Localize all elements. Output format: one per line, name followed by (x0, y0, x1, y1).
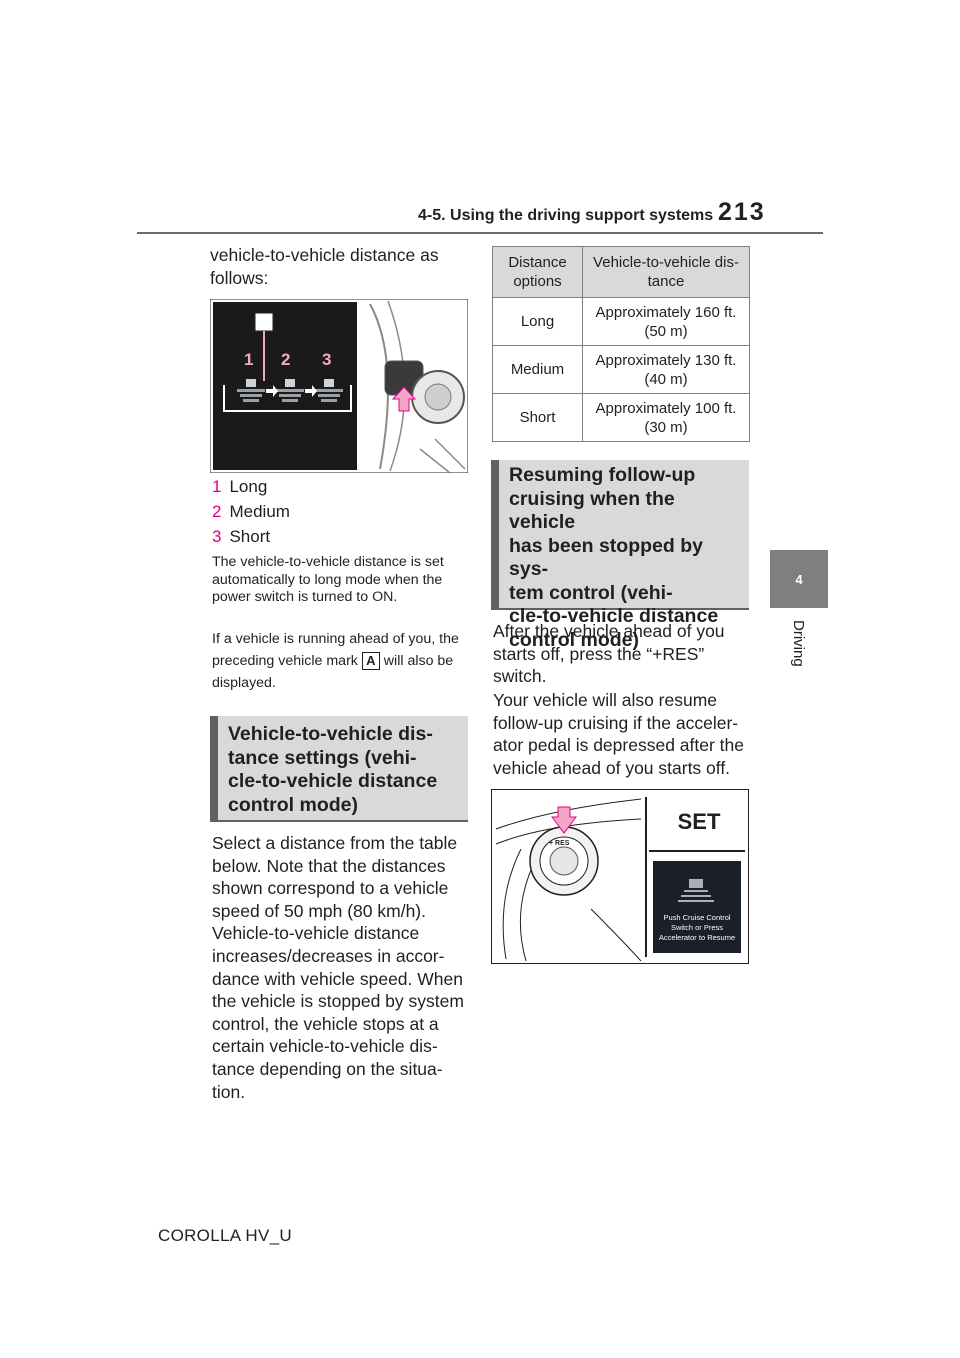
chapter-label: Driving (790, 620, 807, 667)
section-heading-distance-settings: Vehicle-to-vehicle dis- tance settings (… (210, 716, 468, 822)
note-default-mode: The vehicle-to-vehicle distance is set a… (212, 554, 444, 605)
list-label: Long (229, 477, 268, 496)
list-item: 1 Long (212, 477, 290, 502)
set-label: SET (678, 809, 721, 834)
list-number: 2 (212, 502, 222, 521)
intro-text: vehicle-to-vehicle distance as follows: (210, 245, 439, 288)
distance-figure: 1 2 3 (209, 298, 469, 474)
preceding-vehicle-mark: A (361, 652, 380, 671)
section-title: 4-5. Using the driving support systems (418, 207, 714, 224)
table-cell: Approximately 130 ft. (40 m) (582, 345, 750, 394)
resume-figure: + RES SET Push Cruise Control Switch or … (491, 789, 749, 964)
svg-text:3: 3 (322, 350, 331, 369)
table-cell: Medium (492, 345, 583, 394)
chapter-tab: 4 (770, 550, 828, 608)
table-row: Short Approximately 100 ft. (30 m) (492, 393, 750, 442)
chapter-number: 4 (795, 571, 803, 587)
section-heading-resume-cruising: Resuming follow-up cruising when the veh… (491, 460, 749, 651)
note-text: If a vehicle is running ahead of you, th… (212, 631, 459, 669)
display-message: Push Cruise Control Switch or Press Acce… (658, 913, 736, 942)
table-cell: Long (492, 297, 583, 346)
page-number: 213 (718, 198, 766, 226)
res-label: + RES (549, 840, 570, 847)
list-number: 3 (212, 527, 222, 546)
header-rule (137, 232, 823, 234)
list-item: 2 Medium (212, 502, 290, 527)
svg-text:1: 1 (244, 350, 253, 369)
table-cell: Approximately 100 ft. (30 m) (582, 393, 750, 442)
list-item: 3 Short (212, 527, 290, 552)
distance-list: 1 Long 2 Medium 3 Short (212, 477, 290, 552)
model-footer: COROLLA HV_U (158, 1226, 292, 1245)
distance-display-illustration: 1 2 3 (209, 298, 469, 474)
table-cell: Short (492, 393, 583, 442)
list-label: Medium (229, 502, 290, 521)
list-number: 1 (212, 477, 222, 496)
res-switch-illustration: + RES SET (491, 789, 749, 964)
resume-paragraph-1: After the vehicle ahead of you starts of… (493, 621, 725, 687)
distance-table: Distance options Vehicle-to-vehicle dis-… (492, 246, 750, 442)
list-label: Short (229, 527, 271, 546)
table-header: Vehicle-to-vehicle dis-tance (582, 246, 750, 298)
note-preceding-vehicle: If a vehicle is running ahead of you, th… (212, 628, 470, 694)
table-header: Distance options (492, 246, 583, 298)
table-row: Long Approximately 160 ft. (50 m) (492, 297, 750, 346)
table-cell: Approximately 160 ft. (50 m) (582, 297, 750, 346)
note-text: will also be displayed. (212, 653, 454, 691)
table-row: Medium Approximately 130 ft. (40 m) (492, 345, 750, 394)
svg-text:2: 2 (281, 350, 290, 369)
table-header-row: Distance options Vehicle-to-vehicle dis-… (492, 246, 750, 298)
resume-paragraph-2: Your vehicle will also resume follow-up … (493, 690, 744, 778)
distance-settings-body: Select a distance from the table below. … (212, 833, 464, 1102)
